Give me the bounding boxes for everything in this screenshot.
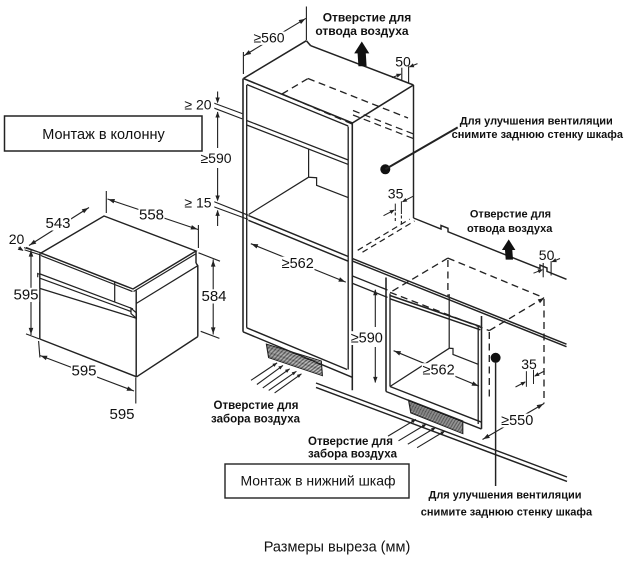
svg-text:≥590: ≥590 [351, 331, 383, 347]
svg-text:595: 595 [13, 287, 38, 304]
svg-text:забора воздуха: забора воздуха [211, 414, 301, 426]
svg-text:отвода воздуха: отвода воздуха [467, 223, 553, 235]
svg-text:≥560: ≥560 [253, 30, 284, 46]
svg-text:забора воздуха: забора воздуха [308, 449, 398, 461]
svg-text:50: 50 [395, 54, 411, 70]
svg-text:≥ 20: ≥ 20 [184, 97, 211, 113]
svg-text:≥562: ≥562 [423, 363, 455, 379]
svg-text:Для улучшения вентиляции: Для улучшения вентиляции [460, 115, 613, 127]
svg-text:Размеры выреза (мм): Размеры выреза (мм) [264, 540, 411, 556]
svg-text:снимите заднюю стенку шкафа: снимите заднюю стенку шкафа [421, 507, 593, 519]
svg-text:≥ 15: ≥ 15 [184, 195, 211, 211]
svg-text:35: 35 [388, 186, 404, 202]
svg-text:543: 543 [45, 215, 70, 232]
svg-text:20: 20 [9, 231, 25, 247]
svg-text:≥562: ≥562 [282, 256, 314, 272]
svg-text:50: 50 [539, 247, 555, 263]
svg-text:отвода воздуха: отвода воздуха [315, 24, 409, 38]
svg-text:584: 584 [201, 288, 226, 305]
svg-text:35: 35 [521, 356, 537, 372]
svg-text:Монтаж в нижний шкаф: Монтаж в нижний шкаф [240, 473, 395, 489]
svg-text:Отверстие для: Отверстие для [470, 209, 551, 221]
svg-text:595: 595 [109, 406, 134, 423]
svg-text:Монтаж в колонну: Монтаж в колонну [42, 127, 165, 143]
svg-text:≥550: ≥550 [501, 413, 533, 429]
svg-text:≥590: ≥590 [200, 150, 231, 166]
svg-text:558: 558 [139, 207, 164, 224]
svg-text:595: 595 [71, 363, 96, 380]
svg-text:снимите заднюю стенку шкафа: снимите заднюю стенку шкафа [452, 129, 624, 141]
svg-text:Отверстие для: Отверстие для [214, 400, 299, 412]
svg-text:Отверстие для: Отверстие для [323, 11, 412, 25]
svg-text:Для улучшения вентиляции: Для улучшения вентиляции [428, 490, 581, 502]
svg-text:Отверстие для: Отверстие для [308, 436, 393, 448]
